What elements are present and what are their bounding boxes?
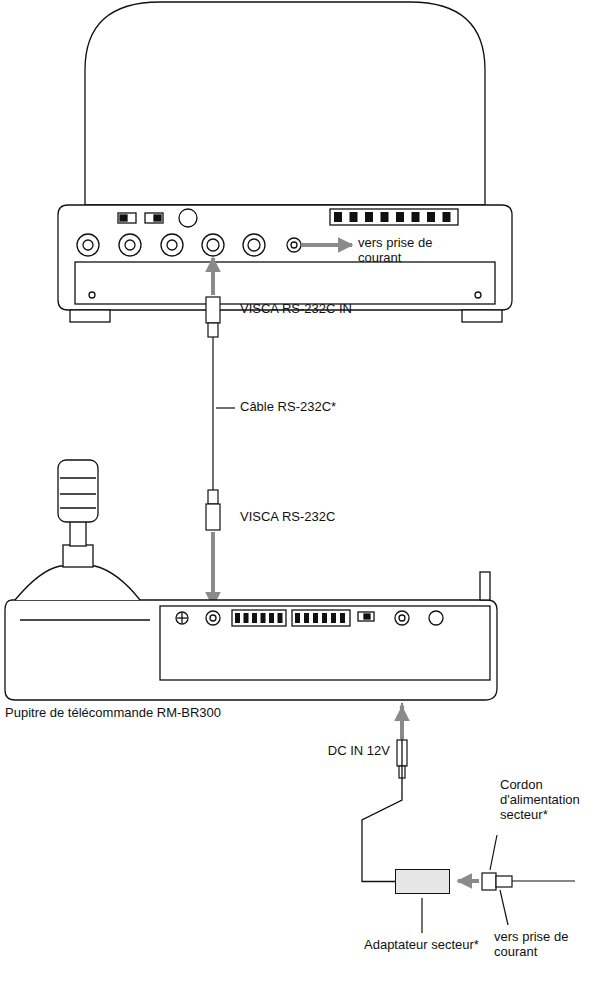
node-label: Adaptateur secteur* [364, 938, 479, 953]
remote-console [5, 460, 497, 700]
camera [58, 2, 512, 322]
outlet-note: vers prise de courant [358, 236, 478, 266]
rs232c-cable [206, 258, 235, 606]
adapter-box: Adaptateur secteur* [395, 869, 450, 894]
cord-name: Cordon d'alimentation secteur* [500, 778, 605, 823]
connector-name: DC IN 12V [300, 744, 390, 759]
node-label: Pupitre de télécommande RM-BR300 [5, 706, 221, 721]
connector-name: VISCA RS-232C [240, 510, 440, 525]
plug-arrow [400, 707, 404, 739]
dc-cable [362, 703, 402, 882]
console-node: Pupitre de télécommande RM-BR300 [5, 600, 497, 700]
connector-name: VISCA RS-232C IN [240, 302, 440, 317]
cable-name: Câble RS-232C* [240, 400, 440, 415]
dip-switches [334, 212, 451, 222]
power-arrow [301, 243, 352, 247]
terminal-pins [235, 613, 345, 623]
outlet-note: vers prise de courant [494, 930, 604, 960]
